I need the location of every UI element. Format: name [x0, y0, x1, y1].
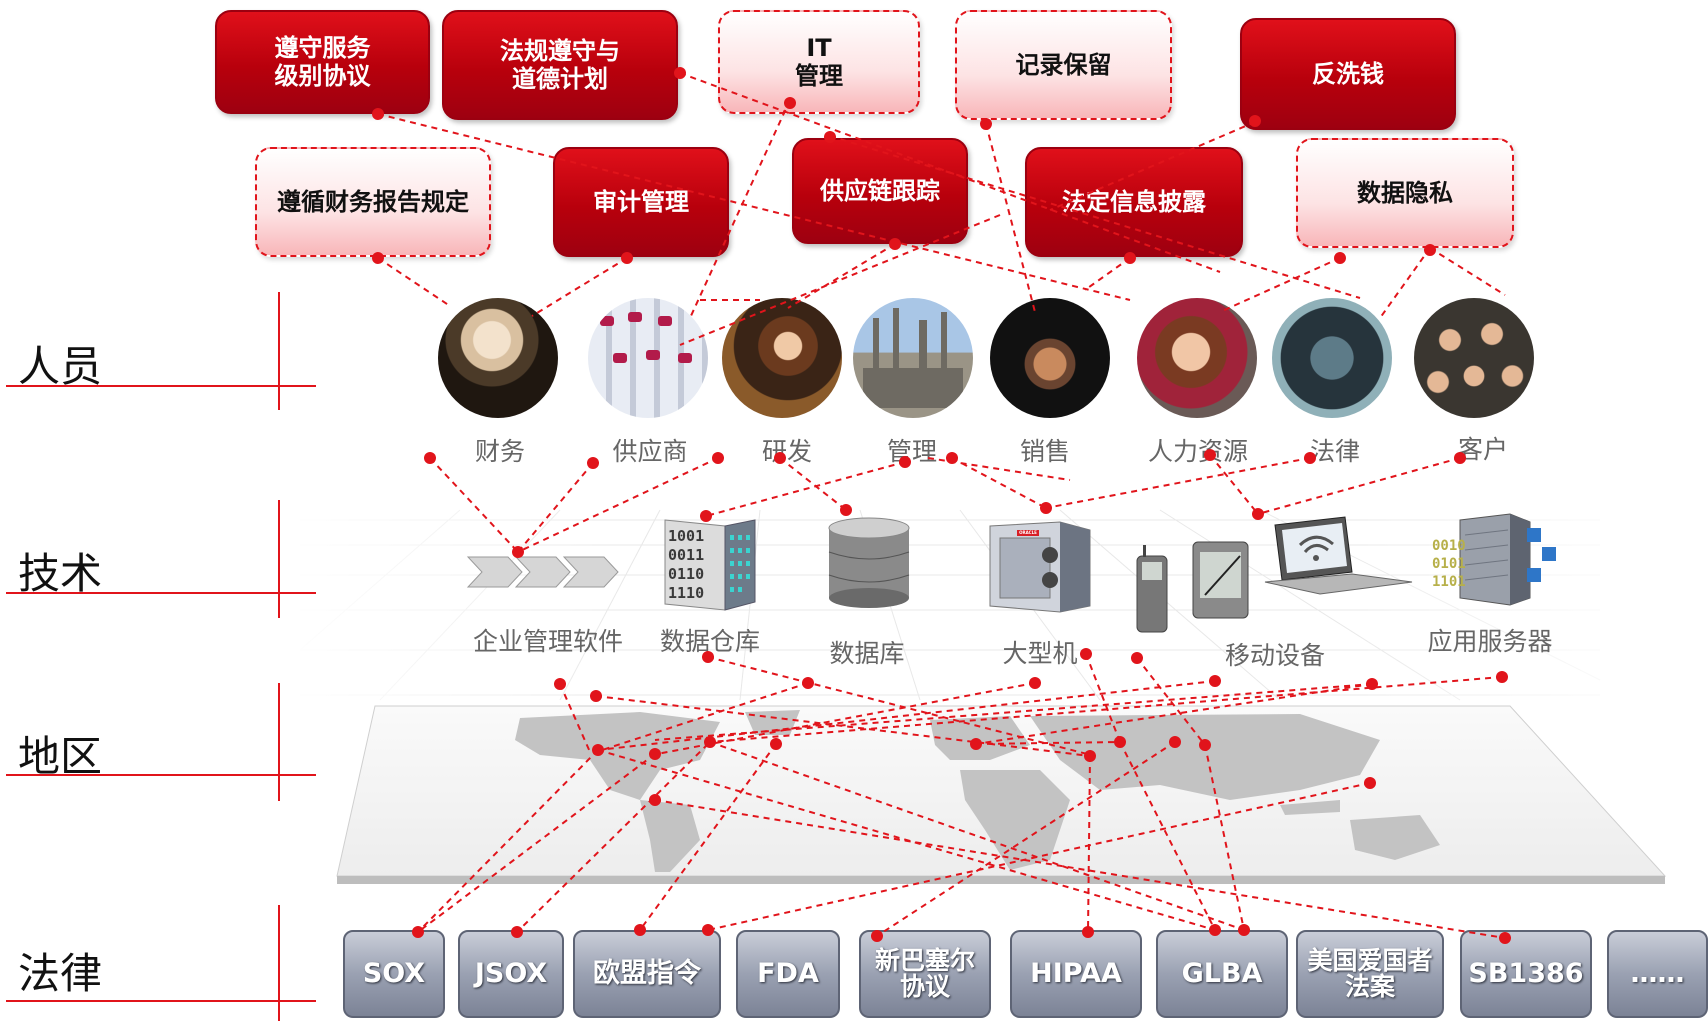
people-management-label: 管理 [886, 437, 937, 466]
compliance-aml-box[interactable]: 反洗钱 [1240, 18, 1456, 130]
warehouse-binary-text: 1001 0011 0110 1110 [668, 527, 705, 602]
compliance-disclosure-box[interactable]: 法定信息披露 [1025, 147, 1243, 257]
law-fda-text: FDA [757, 958, 819, 989]
people-finance-label: 财务 [474, 437, 525, 466]
compliance-it-box[interactable]: IT 管理 [718, 10, 920, 114]
pda-icon [1192, 541, 1249, 619]
law-jsox-button[interactable]: JSOX [458, 930, 564, 1018]
compliance-audit-text: 审计管理 [593, 188, 689, 216]
law-eu-text: 欧盟指令 [593, 958, 701, 989]
compliance-sla-box[interactable]: 遵守服务 级别协议 [215, 10, 430, 114]
legal-silhouette-photo [1272, 298, 1392, 418]
law-fda-button[interactable]: FDA [736, 930, 840, 1018]
tech-database-label: 数据库 [829, 639, 905, 668]
erp-chevrons-icon [466, 556, 619, 588]
law-eu-button[interactable]: 欧盟指令 [573, 930, 721, 1018]
management-plant-photo [853, 298, 973, 418]
people-rnd-label: 研发 [761, 437, 812, 466]
law-sb1386-button[interactable]: SB1386 [1460, 930, 1592, 1018]
law-sox-button[interactable]: SOX [343, 930, 445, 1018]
law-more-button[interactable]: …… [1607, 930, 1708, 1018]
compliance-privacy-text: 数据隐私 [1357, 179, 1453, 207]
customer-crowd-photo [1414, 298, 1534, 418]
compliance-financial-text: 遵循财务报告规定 [277, 188, 469, 216]
people-legal-label: 法律 [1309, 437, 1360, 466]
category-people-rule [6, 385, 316, 387]
compliance-aml-text: 反洗钱 [1312, 60, 1384, 88]
law-more-text: …… [1630, 958, 1685, 989]
law-sox-text: SOX [362, 958, 426, 989]
law-hipaa-button[interactable]: HIPAA [1010, 930, 1142, 1018]
compliance-supply-text: 供应链跟踪 [820, 177, 940, 205]
law-hipaa-text: HIPAA [1030, 958, 1122, 989]
appserver-binary-text: 0010 0101 1101 [1432, 538, 1466, 590]
laptop-icon [1264, 516, 1413, 595]
compliance-financial-box[interactable]: 遵循财务报告规定 [255, 147, 491, 257]
compliance-audit-box[interactable]: 审计管理 [553, 147, 729, 257]
category-tech-rule [6, 592, 316, 594]
law-sb1386-text: SB1386 [1468, 958, 1584, 989]
data-warehouse-icon [664, 519, 756, 611]
finance-person-photo [438, 298, 558, 418]
app-server-icon [1459, 513, 1556, 606]
category-people-label: 人员 [18, 342, 103, 391]
law-patriot-text: 美国爱国者 法案 [1307, 946, 1433, 1001]
category-tech-divider [278, 500, 280, 618]
people-supplier-label: 供应商 [612, 437, 688, 466]
mobile-phone-icon [1136, 545, 1168, 633]
compliance-supply-box[interactable]: 供应链跟踪 [792, 138, 968, 244]
people-sales-label: 销售 [1019, 437, 1070, 466]
category-law-rule [6, 1000, 316, 1002]
category-people-divider [278, 292, 280, 410]
law-basel-button[interactable]: 新巴塞尔 协议 [859, 930, 991, 1018]
sales-handshake-photo [990, 298, 1110, 418]
hr-woman-photo [1137, 298, 1257, 418]
category-region-rule [6, 774, 316, 776]
tech-mobile-label: 移动设备 [1224, 641, 1325, 670]
category-law-divider [278, 905, 280, 1021]
compliance-sla-text: 遵守服务 级别协议 [274, 34, 371, 90]
category-tech-label: 技术 [18, 549, 103, 598]
compliance-records-text: 记录保留 [1015, 51, 1112, 79]
law-basel-text: 新巴塞尔 协议 [874, 946, 975, 1001]
people-hr-label: 人力资源 [1147, 437, 1248, 466]
law-glba-text: GLBA [1181, 958, 1263, 989]
tech-erp-label: 企业管理软件 [472, 627, 623, 656]
compliance-ethics-text: 法规遵守与 道德计划 [500, 37, 620, 93]
category-region-label: 地区 [18, 732, 103, 781]
compliance-it-text: IT 管理 [795, 34, 843, 90]
category-region-divider [278, 683, 280, 801]
mainframe-icon [989, 521, 1091, 613]
compliance-disclosure-text: 法定信息披露 [1062, 188, 1206, 216]
people-customer-label: 客户 [1457, 435, 1508, 464]
law-jsox-text: JSOX [474, 958, 548, 989]
category-law-label: 法律 [18, 949, 103, 998]
tech-appserver-label: 应用服务器 [1427, 627, 1553, 656]
tech-mainframe-label: 大型机 [1002, 639, 1078, 668]
compliance-records-box[interactable]: 记录保留 [955, 10, 1172, 120]
database-icon [828, 517, 910, 608]
law-glba-button[interactable]: GLBA [1156, 930, 1288, 1018]
rnd-scientist-photo [722, 298, 842, 418]
law-patriot-button[interactable]: 美国爱国者 法案 [1296, 930, 1444, 1018]
mainframe-badge-text: ORACLE [1019, 530, 1037, 535]
tech-warehouse-label: 数据仓库 [659, 627, 760, 656]
compliance-privacy-box[interactable]: 数据隐私 [1296, 138, 1514, 248]
supplier-vials-photo [588, 298, 708, 418]
compliance-ethics-box[interactable]: 法规遵守与 道德计划 [442, 10, 678, 120]
